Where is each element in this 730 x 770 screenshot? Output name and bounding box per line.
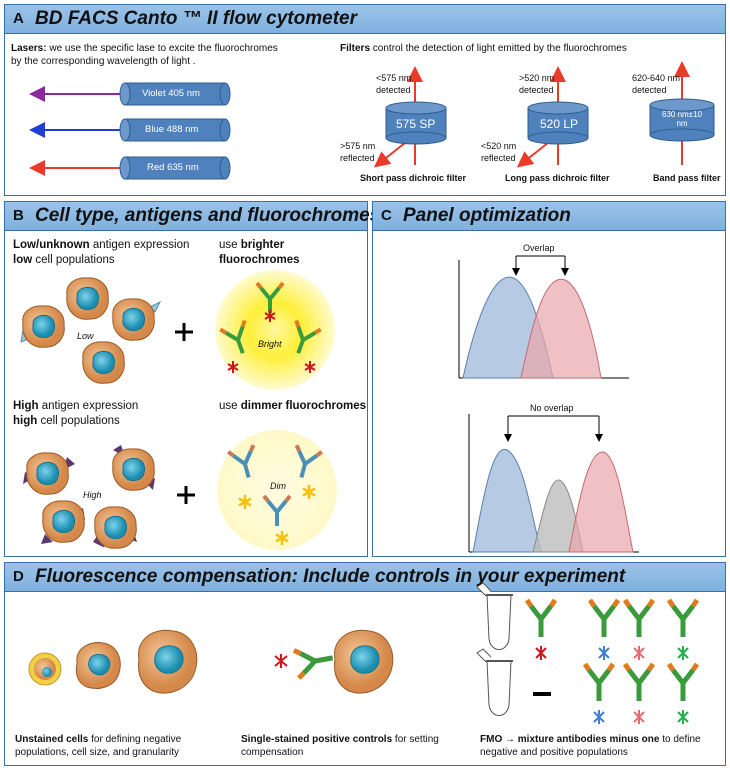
filter-1-name: 575 SP [396, 117, 436, 131]
panel-d-header: D Fluorescence compensation: Include con… [5, 563, 725, 592]
laser-red [29, 156, 231, 180]
laser-label-blue: Blue 488 nm [145, 124, 199, 135]
single-stained-cell [274, 629, 394, 694]
panel-c-header: C Panel optimization [373, 202, 725, 231]
panel-a: A BD FACS Canto ™ II flow cytometer Lase… [4, 4, 726, 196]
use-brighter-text: use brighter fluorochromes [219, 239, 300, 266]
panel-b-title: Cell type, antigens and fluorochromes [35, 205, 381, 226]
low-antigen-text: Low/unknown antigen expression low cell … [13, 239, 190, 266]
bright-fluorochrome-group [215, 270, 335, 390]
low-cell-group [20, 277, 162, 384]
filter-2-name: 520 LP [540, 117, 579, 131]
bright-label: Bright [258, 339, 282, 349]
panel-c-title: Panel optimization [403, 205, 571, 226]
plus-sign-1 [175, 323, 193, 341]
filter-575sp [373, 66, 447, 168]
unstained-caption: Unstained cells for defining negative po… [15, 734, 182, 758]
panel-b: B Cell type, antigens and fluorochromes … [4, 201, 380, 557]
filter-2-caption: Long pass dichroic filter [505, 173, 610, 183]
single-stained-caption: Single-stained positive controls for set… [241, 734, 439, 758]
panel-b-graphics [20, 270, 337, 550]
panel-a-letter: A [13, 10, 24, 27]
filter-1-caption: Short pass dichroic filter [360, 173, 467, 183]
panel-d-title: Fluorescence compensation: Include contr… [35, 566, 626, 587]
overlap-label: Overlap [523, 243, 555, 253]
laser-blue [29, 118, 231, 142]
no-overlap-plot [468, 414, 639, 553]
panel-d-letter: D [13, 568, 24, 585]
panel-c-graphics [458, 255, 639, 553]
panel-d-graphics [28, 582, 727, 724]
panel-c-letter: C [381, 207, 392, 224]
panel-d: D Fluorescence compensation: Include con… [4, 562, 726, 766]
dim-label: Dim [270, 481, 286, 491]
filter-3-caption: Band pass filter [653, 173, 721, 183]
fmo-antibodies-bottom [585, 664, 697, 724]
panel-b-header: B Cell type, antigens and fluorochromes [5, 202, 380, 231]
dim-fluorochrome-group [217, 430, 337, 550]
panel-a-header: A BD FACS Canto ™ II flow cytometer [5, 5, 725, 34]
panel-a-graphics [29, 61, 715, 180]
unstained-cells [28, 629, 198, 694]
high-antigen-text: High antigen expression high cell popula… [13, 400, 139, 427]
filter-bandpass [649, 61, 715, 165]
fmo-tube-bottom [476, 648, 514, 717]
laser-label-violet: Violet 405 nm [142, 88, 200, 99]
low-label: Low [77, 331, 94, 341]
high-cell-group [23, 445, 155, 549]
overlap-plot [458, 255, 629, 379]
panel-b-letter: B [13, 207, 24, 224]
panel-a-title: BD FACS Canto ™ II flow cytometer [35, 8, 357, 29]
fmo-antibodies-top [527, 600, 697, 660]
lasers-description: Lasers: we use the specific lase to exci… [11, 43, 278, 67]
use-dimmer-text: use dimmer fluorochromes [219, 400, 366, 412]
filters-description: Filters control the detection of light e… [340, 43, 627, 54]
laser-label-red: Red 635 nm [147, 162, 199, 173]
high-label: High [83, 490, 102, 500]
no-overlap-label: No overlap [530, 403, 574, 413]
fmo-caption: FMO → mixture antibodies minus one to de… [480, 734, 701, 758]
filter-520lp [516, 66, 589, 168]
laser-violet [29, 82, 231, 106]
plus-sign-2 [177, 486, 195, 504]
panel-c: C Panel optimization Overlap No [372, 201, 726, 557]
fmo-tube-top [476, 582, 514, 651]
